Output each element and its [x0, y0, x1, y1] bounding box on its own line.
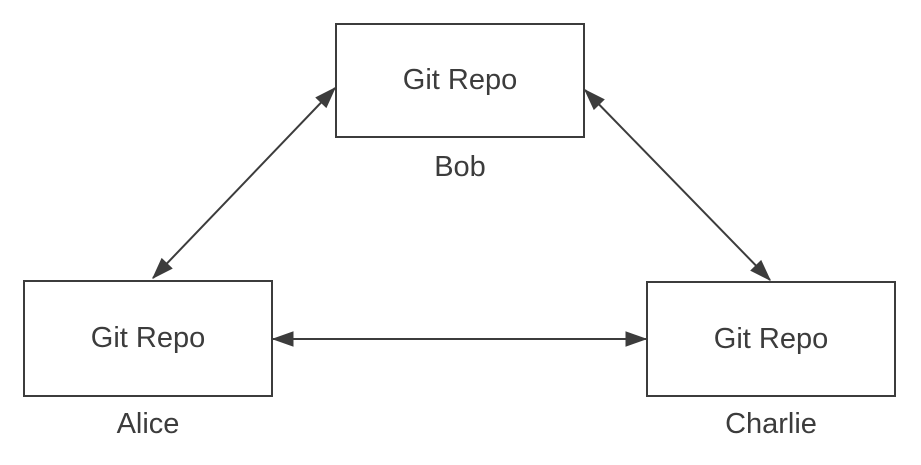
arrow-bob-alice — [153, 88, 335, 278]
git-repo-box-charlie: Git Repo — [646, 281, 896, 397]
owner-label-charlie: Charlie — [725, 408, 817, 440]
git-repo-box-alice-label: Git Repo — [90, 322, 206, 354]
arrow-bob-charlie — [585, 90, 770, 280]
git-repo-box-bob-label: Git Repo — [402, 64, 518, 96]
git-repo-box-charlie-label: Git Repo — [713, 322, 829, 355]
git-repo-box-bob: Git Repo — [335, 23, 585, 138]
owner-label-bob: Bob — [434, 151, 486, 183]
git-repo-box-alice: Git Repo — [23, 280, 273, 397]
owner-label-alice: Alice — [116, 408, 180, 440]
